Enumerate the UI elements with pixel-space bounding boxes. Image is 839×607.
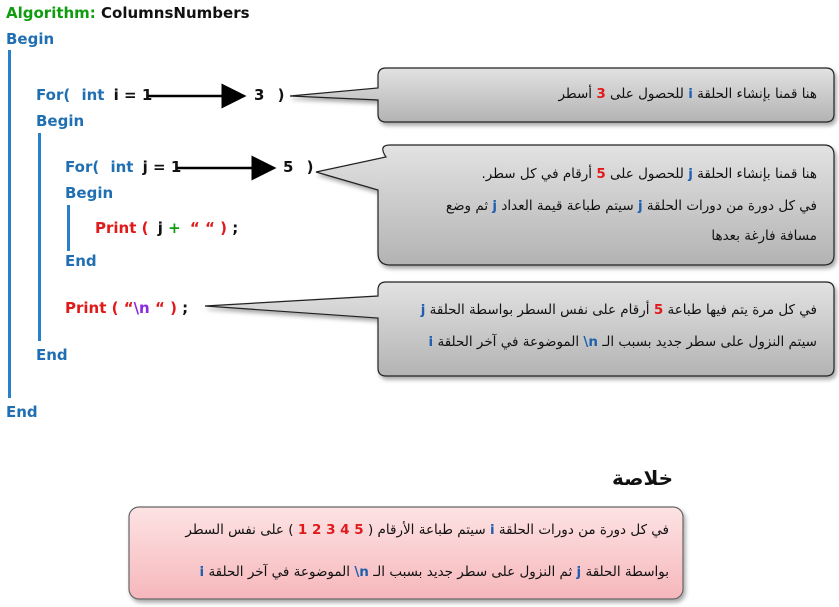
for-j-begin: Begin (65, 184, 114, 202)
for-j-limit-value: 5 (283, 158, 294, 176)
c3-l2-var: i (428, 334, 434, 350)
c2-l2-mid: سيتم طباعة قيمة العداد (501, 198, 634, 214)
c2-l1-var: j (688, 166, 693, 182)
for-i-end: End (36, 346, 68, 364)
c2-l1-num: 5 (596, 166, 606, 182)
for-i-limit-value: 3 (254, 86, 265, 104)
summary-line-1: في كل دورة من دورات الحلقة i سيتم طباعة … (185, 516, 669, 544)
summary-l1-post: ) على نفس السطر (185, 522, 294, 538)
for-i-statement: For( int i = 1 (36, 86, 152, 104)
for-j-keyword: For (65, 158, 93, 176)
callout-1-shape (289, 67, 835, 123)
for-j-paren-open: ( (92, 158, 100, 176)
callout-3-shape (204, 281, 835, 377)
c3-l1-pre: في كل مرة يتم فيها طباعة (667, 302, 817, 318)
c3-l1-var: j (420, 302, 426, 318)
c1-post: أسطر (558, 86, 593, 102)
c2-l2-pre: في كل دورة من دورات الحلقة (646, 198, 817, 214)
print-j-keyword: Print (95, 219, 137, 237)
for-j-block-line (67, 205, 70, 251)
c3-l2-esc: \n (583, 334, 598, 350)
print-nl-keyword: Print (65, 299, 107, 317)
summary-l2-var2: i (199, 564, 205, 580)
for-i-limit: 3 ) (254, 86, 285, 104)
c3-l2-pre: سيتم النزول على سطر جديد بسبب الـ (602, 334, 817, 350)
for-i-init: i = 1 (113, 86, 153, 104)
c2-l2-var1: j (637, 198, 643, 214)
for-i-paren-close: ) (277, 86, 285, 104)
for-i-begin: Begin (36, 112, 85, 130)
for-j-init: j = 1 (142, 158, 182, 176)
summary-l2-var: j (576, 564, 582, 580)
callout-2-line-3: مسافة فارغة بعدها (711, 228, 817, 244)
c2-l2-var2: j (492, 198, 498, 214)
summary-l2-mid: ثم النزول على سطر جديد بسبب الـ (373, 564, 573, 580)
for-j-paren-close: ) (306, 158, 314, 176)
print-newline-statement: Print ( “\n “ ) ; (65, 299, 188, 317)
summary-l2-post: الموضوعة في آخر الحلقة (208, 564, 351, 580)
algorithm-label: Algorithm: (6, 4, 96, 22)
print-nl-escape: \n (133, 299, 150, 317)
for-j-type: int (110, 158, 134, 176)
callout-1-text: هنا قمنا بإنشاء الحلقة i للحصول على 3 أس… (558, 80, 817, 108)
for-j-statement: For( int j = 1 (65, 158, 181, 176)
summary-box (128, 506, 684, 600)
print-j-semicolon: ; (232, 219, 239, 237)
c1-pre: هنا قمنا بإنشاء الحلقة (697, 86, 817, 102)
outer-begin: Begin (6, 30, 55, 48)
print-nl-semicolon: ; (182, 299, 189, 317)
callout-2-line-2: في كل دورة من دورات الحلقة j سيتم طباعة … (446, 192, 817, 220)
print-j-var: j (157, 219, 163, 237)
print-nl-quote-open: “ (123, 299, 134, 317)
for-i-paren-open: ( (63, 86, 71, 104)
summary-l1-nums: 5 4 3 2 1 (297, 522, 364, 538)
callout-2-line-1: هنا قمنا بإنشاء الحلقة j للحصول على 5 أر… (481, 160, 817, 188)
summary-title: خلاصة (612, 466, 674, 490)
print-j-paren-open: ( (141, 219, 149, 237)
algorithm-name: ColumnsNumbers (101, 4, 250, 22)
for-i-block-line (38, 133, 41, 341)
c2-l1-post: أرقام في كل سطر. (481, 166, 593, 182)
for-j-limit: 5 ) (283, 158, 314, 176)
c3-l1-mid: أرقام على نفس السطر بواسطة الحلقة (429, 302, 650, 318)
for-i-keyword: For (36, 86, 64, 104)
summary-l1-var: i (489, 522, 495, 538)
c1-var: i (688, 86, 693, 102)
print-j-statement: Print ( j + “ “ ) ; (95, 219, 238, 237)
summary-line-2: بواسطة الحلقة j ثم النزول على سطر جديد ب… (200, 558, 670, 586)
c1-mid: للحصول على (610, 86, 684, 102)
print-j-plus: + (168, 219, 181, 237)
c3-l2-mid: الموضوعة في آخر الحلقة (437, 334, 580, 350)
algorithm-header: Algorithm: ColumnsNumbers (6, 4, 250, 22)
callout-3-line-2: سيتم النزول على سطر جديد بسبب الـ \n الم… (429, 328, 817, 356)
summary-l2-esc: \n (354, 564, 369, 580)
summary-l1-mid: سيتم طباعة الأرقام ( (367, 522, 486, 538)
c2-l1-mid: للحصول على (610, 166, 684, 182)
print-j-string: “ “ (189, 219, 215, 237)
print-nl-paren-open: ( (111, 299, 119, 317)
outer-block-line (8, 50, 11, 398)
for-i-type: int (81, 86, 105, 104)
for-j-end: End (65, 252, 97, 270)
c1-num: 3 (596, 86, 606, 102)
print-nl-quote-close: “ (154, 299, 165, 317)
c2-l2-post: ثم وضع (445, 198, 489, 214)
c2-l1-pre: هنا قمنا بإنشاء الحلقة (697, 166, 817, 182)
print-nl-paren-close: ) (170, 299, 177, 317)
callout-3-line-1: في كل مرة يتم فيها طباعة 5 أرقام على نفس… (421, 296, 817, 324)
summary-l2-pre: بواسطة الحلقة (585, 564, 669, 580)
outer-end: End (6, 403, 38, 421)
print-j-paren-close: ) (220, 219, 227, 237)
summary-l1-pre: في كل دورة من دورات الحلقة (498, 522, 669, 538)
c3-l1-num: 5 (653, 302, 664, 318)
callout-2-shape (315, 144, 835, 266)
